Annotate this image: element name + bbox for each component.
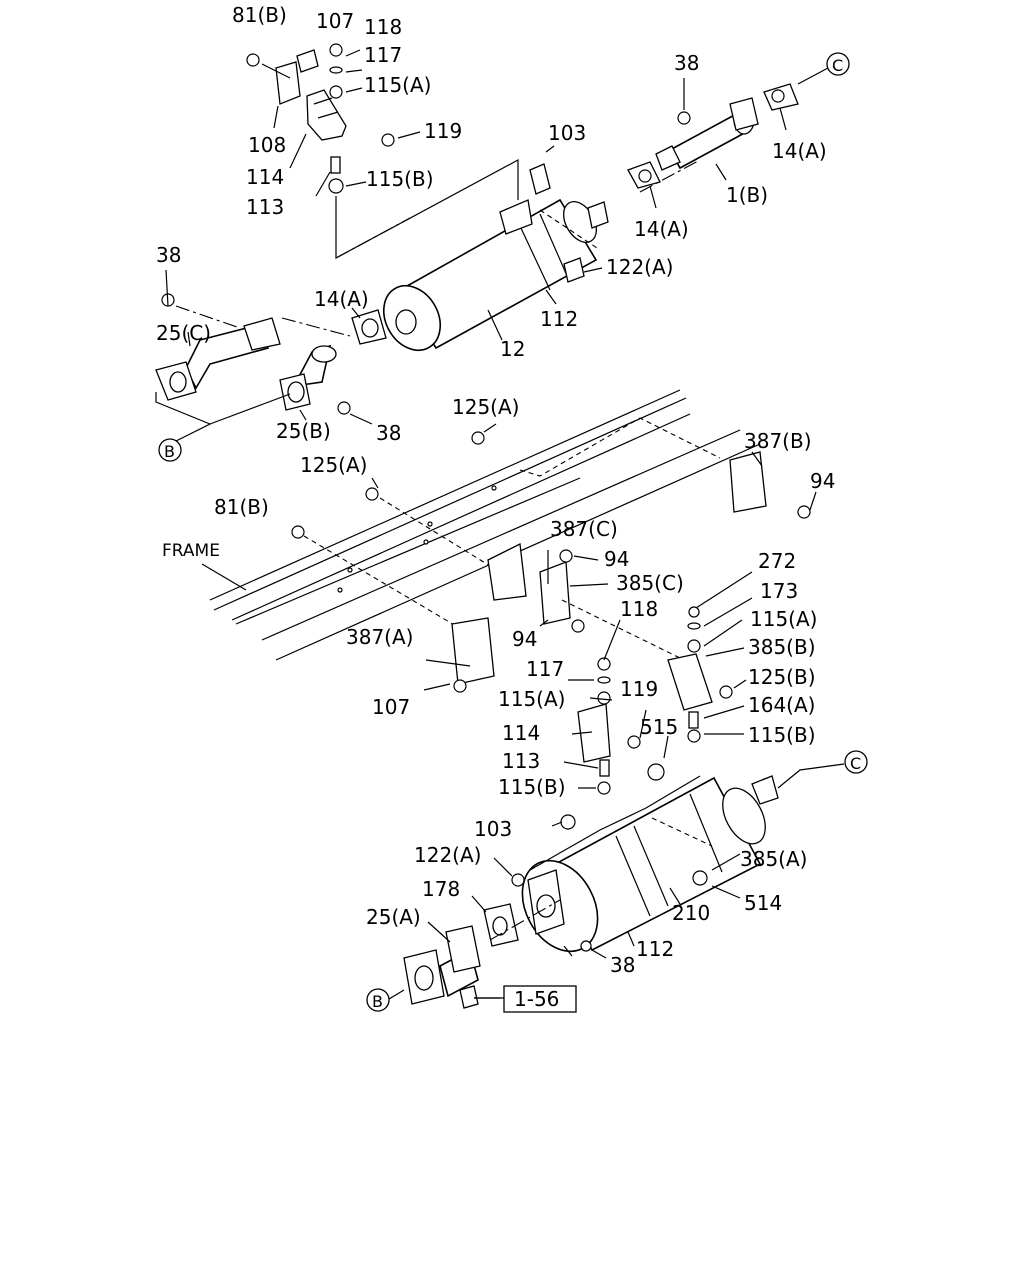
- label-119-middle: 119: [620, 677, 658, 701]
- label-122a-top: 122(A): [606, 255, 673, 279]
- label-81b-middle: 81(B): [214, 495, 269, 519]
- label-125a-2: 125(A): [300, 453, 367, 477]
- label-14a-left: 14(A): [314, 287, 369, 311]
- label-125b: 125(B): [748, 665, 816, 689]
- frame-rails: [201, 389, 761, 661]
- label-38-top-right: 38: [674, 51, 699, 75]
- callout-c-top: C: [832, 56, 843, 75]
- label-38-left: 38: [156, 243, 181, 267]
- label-94-right: 94: [810, 469, 835, 493]
- label-103-bottom: 103: [474, 817, 512, 841]
- label-115a-right: 115(A): [750, 607, 817, 631]
- label-38-bottom: 38: [610, 953, 635, 977]
- label-107-top: 107: [316, 9, 354, 33]
- label-81b-top: 81(B): [232, 3, 287, 27]
- pipe-1b: [627, 83, 799, 189]
- label-385b: 385(B): [748, 635, 816, 659]
- label-25c: 25(C): [156, 321, 211, 345]
- label-14a-middle: 14(A): [634, 217, 689, 241]
- pipes-25c-25b: [155, 293, 387, 445]
- label-115b-top: 115(B): [366, 167, 434, 191]
- label-12: 12: [500, 337, 525, 361]
- label-125a-1: 125(A): [452, 395, 519, 419]
- label-387c: 387(C): [550, 517, 618, 541]
- label-112-top: 112: [540, 307, 578, 331]
- label-122a-bottom: 122(A): [414, 843, 481, 867]
- label-112-bottom: 112: [636, 937, 674, 961]
- callout-b-bottom: B: [372, 992, 383, 1011]
- label-387a: 387(A): [346, 625, 413, 649]
- muffler-210: [511, 763, 845, 957]
- reference-box: [503, 985, 577, 1013]
- top-hanger-bracket: [246, 43, 519, 260]
- label-385a: 385(A): [740, 847, 807, 871]
- label-514: 514: [744, 891, 782, 915]
- callout-c-bottom: C: [850, 754, 861, 773]
- pipe-25a: [383, 899, 561, 1009]
- callout-b-left: B: [164, 442, 175, 461]
- label-115a-top: 115(A): [364, 73, 431, 97]
- label-108: 108: [248, 133, 286, 157]
- label-25a: 25(A): [366, 905, 421, 929]
- label-14a-top-right: 14(A): [772, 139, 827, 163]
- label-94-center-left: 94: [512, 627, 537, 651]
- label-frame: FRAME: [162, 541, 220, 561]
- label-118-top: 118: [364, 15, 402, 39]
- label-113-middle: 113: [502, 749, 540, 773]
- label-272: 272: [758, 549, 796, 573]
- frame-brackets: [291, 431, 811, 795]
- label-113-top: 113: [246, 195, 284, 219]
- label-38-middle: 38: [376, 421, 401, 445]
- label-164a: 164(A): [748, 693, 815, 717]
- label-1b: 1(B): [726, 183, 768, 207]
- label-385c: 385(C): [616, 571, 684, 595]
- label-515: 515: [640, 715, 678, 739]
- label-103-top: 103: [548, 121, 586, 145]
- label-387b: 387(B): [744, 429, 812, 453]
- label-117-top: 117: [364, 43, 402, 67]
- label-119-top: 119: [424, 119, 462, 143]
- label-115b-right: 115(B): [748, 723, 816, 747]
- label-114-middle: 114: [502, 721, 540, 745]
- label-reference-1-56: 1-56: [514, 987, 559, 1011]
- label-94-center: 94: [604, 547, 629, 571]
- muffler-12: [335, 159, 701, 351]
- leader-lines: [165, 49, 817, 999]
- label-115b-middle: 115(B): [498, 775, 566, 799]
- label-107-middle: 107: [372, 695, 410, 719]
- label-178: 178: [422, 877, 460, 901]
- label-173: 173: [760, 579, 798, 603]
- label-25b: 25(B): [276, 419, 331, 443]
- label-114-top: 114: [246, 165, 284, 189]
- label-210: 210: [672, 901, 710, 925]
- callout-circles: [158, 52, 868, 1012]
- label-117-middle: 117: [526, 657, 564, 681]
- label-115a-middle: 115(A): [498, 687, 565, 711]
- label-118-middle: 118: [620, 597, 658, 621]
